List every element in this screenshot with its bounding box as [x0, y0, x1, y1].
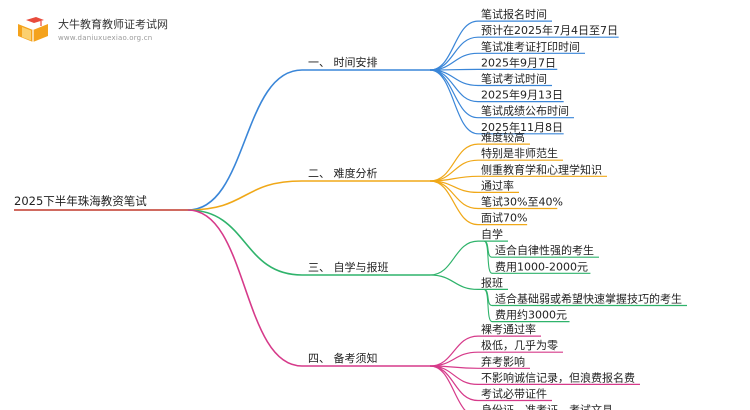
leaf-connector-2-3	[429, 175, 479, 182]
leaf-label-2-1: 难度较高	[481, 130, 525, 144]
leaf-connector-2-5	[429, 180, 479, 210]
leaf-connector-1-4	[429, 68, 479, 71]
leaf-connector-2-1	[429, 143, 479, 182]
branch-label-3: 三、 自学与报班	[308, 260, 389, 274]
site-logo: 大牛教育教师证考试网 www.daniuxuexiao.org.cn	[14, 14, 184, 48]
branch-connector-4	[187, 209, 303, 367]
leaf-label-1-5: 笔试考试时间	[481, 72, 547, 86]
leaf-label-1-4: 2025年9月7日	[481, 55, 556, 69]
leaf-connector-3-3	[483, 240, 493, 274]
leaf-connector-4-1	[429, 335, 479, 367]
leaf-connector-4-2	[429, 351, 479, 367]
leaf-label-4-6: 身份证、准考证、考试文具	[481, 403, 613, 410]
leaf-label-2-2: 特别是非师范生	[481, 146, 558, 160]
leaf-label-4-3: 弃考影响	[481, 354, 525, 368]
leaf-label-4-2: 极低，几乎为零	[481, 338, 558, 352]
branch-label-1: 一、 时间安排	[308, 55, 378, 69]
branch-label-4: 四、 备考须知	[308, 351, 378, 365]
leaf-label-1-6: 2025年9月13日	[481, 88, 563, 102]
branch-label-2: 二、 难度分析	[308, 166, 378, 180]
branch-connector-2	[187, 180, 303, 211]
root-node: 2025下半年珠海教资笔试	[14, 194, 147, 208]
leaf-label-1-8: 2025年11月8日	[481, 120, 563, 134]
logo-url: www.daniuxuexiao.org.cn	[58, 34, 153, 42]
branch-connector-3	[187, 209, 303, 276]
leaf-label-3-1: 自学	[481, 227, 503, 241]
leaf-label-3-3: 费用1000-2000元	[495, 260, 588, 273]
branch-connector-1	[187, 69, 303, 211]
leaf-label-2-5: 笔试30%至40%	[481, 195, 563, 209]
leaf-connector-1-6	[429, 69, 479, 103]
leaf-label-1-2: 预计在2025年7月4日至7日	[481, 23, 618, 37]
leaf-label-3-4: 报班	[481, 275, 503, 289]
leaf-connector-4-6	[429, 365, 466, 410]
leaf-label-1-7: 笔试成绩公布时间	[481, 104, 569, 118]
leaf-label-2-4: 通过率	[481, 178, 514, 192]
leaf-label-4-5: 考试必带证件	[481, 388, 547, 401]
leaf-label-3-5: 适合基础弱或希望快速掌握技巧的考生	[495, 292, 682, 306]
book-cap-icon	[18, 17, 48, 42]
leaf-label-1-1: 笔试报名时间	[481, 7, 547, 21]
leaf-connector-3-6	[483, 288, 493, 323]
leaf-connector-3-1	[429, 240, 479, 276]
leaf-label-2-6: 面试70%	[481, 212, 527, 225]
leaf-label-4-4: 不影响诚信记录，但浪费报名费	[481, 370, 635, 384]
leaf-label-4-1: 裸考通过率	[481, 322, 536, 336]
leaf-connector-1-1	[429, 20, 479, 71]
leaf-label-2-3: 侧重教育学和心理学知识	[481, 162, 602, 176]
leaf-connector-1-8	[429, 69, 479, 135]
leaf-connector-1-3	[429, 52, 479, 71]
leaf-connector-3-4	[429, 274, 479, 290]
leaf-connector-2-6	[429, 180, 479, 226]
logo-title: 大牛教育教师证考试网	[58, 18, 168, 31]
leaf-label-1-3: 笔试准考证打印时间	[481, 39, 580, 53]
leaf-label-3-6: 费用约3000元	[495, 309, 567, 322]
leaf-label-3-2: 适合自律性强的考生	[495, 243, 594, 257]
